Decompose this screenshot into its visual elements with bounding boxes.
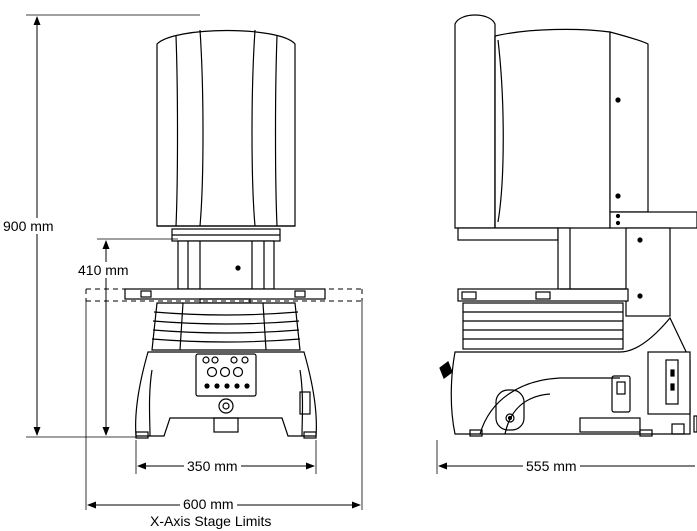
label-width-base: 350 mm: [184, 458, 241, 474]
side-upper-housing: [454, 14, 697, 229]
label-stage-caption: X-Axis Stage Limits: [150, 513, 272, 529]
front-bellows: [151, 302, 301, 351]
label-height-column: 410 mm: [75, 262, 132, 278]
front-control-panel: [195, 353, 257, 414]
side-stage: [457, 288, 629, 302]
label-height-total: 900 mm: [0, 218, 57, 234]
side-base: [439, 316, 697, 437]
front-column: [177, 240, 275, 290]
label-width-stage: 600 mm: [180, 496, 237, 512]
side-view: [439, 14, 697, 437]
stage-limits-box: [85, 288, 363, 302]
front-extension-lines: [26, 14, 363, 510]
label-depth: 555 mm: [523, 458, 580, 474]
side-bellows: [462, 302, 624, 350]
front-upper-housing: [156, 29, 296, 227]
front-view: [124, 29, 326, 439]
side-right-tower: [625, 227, 671, 317]
